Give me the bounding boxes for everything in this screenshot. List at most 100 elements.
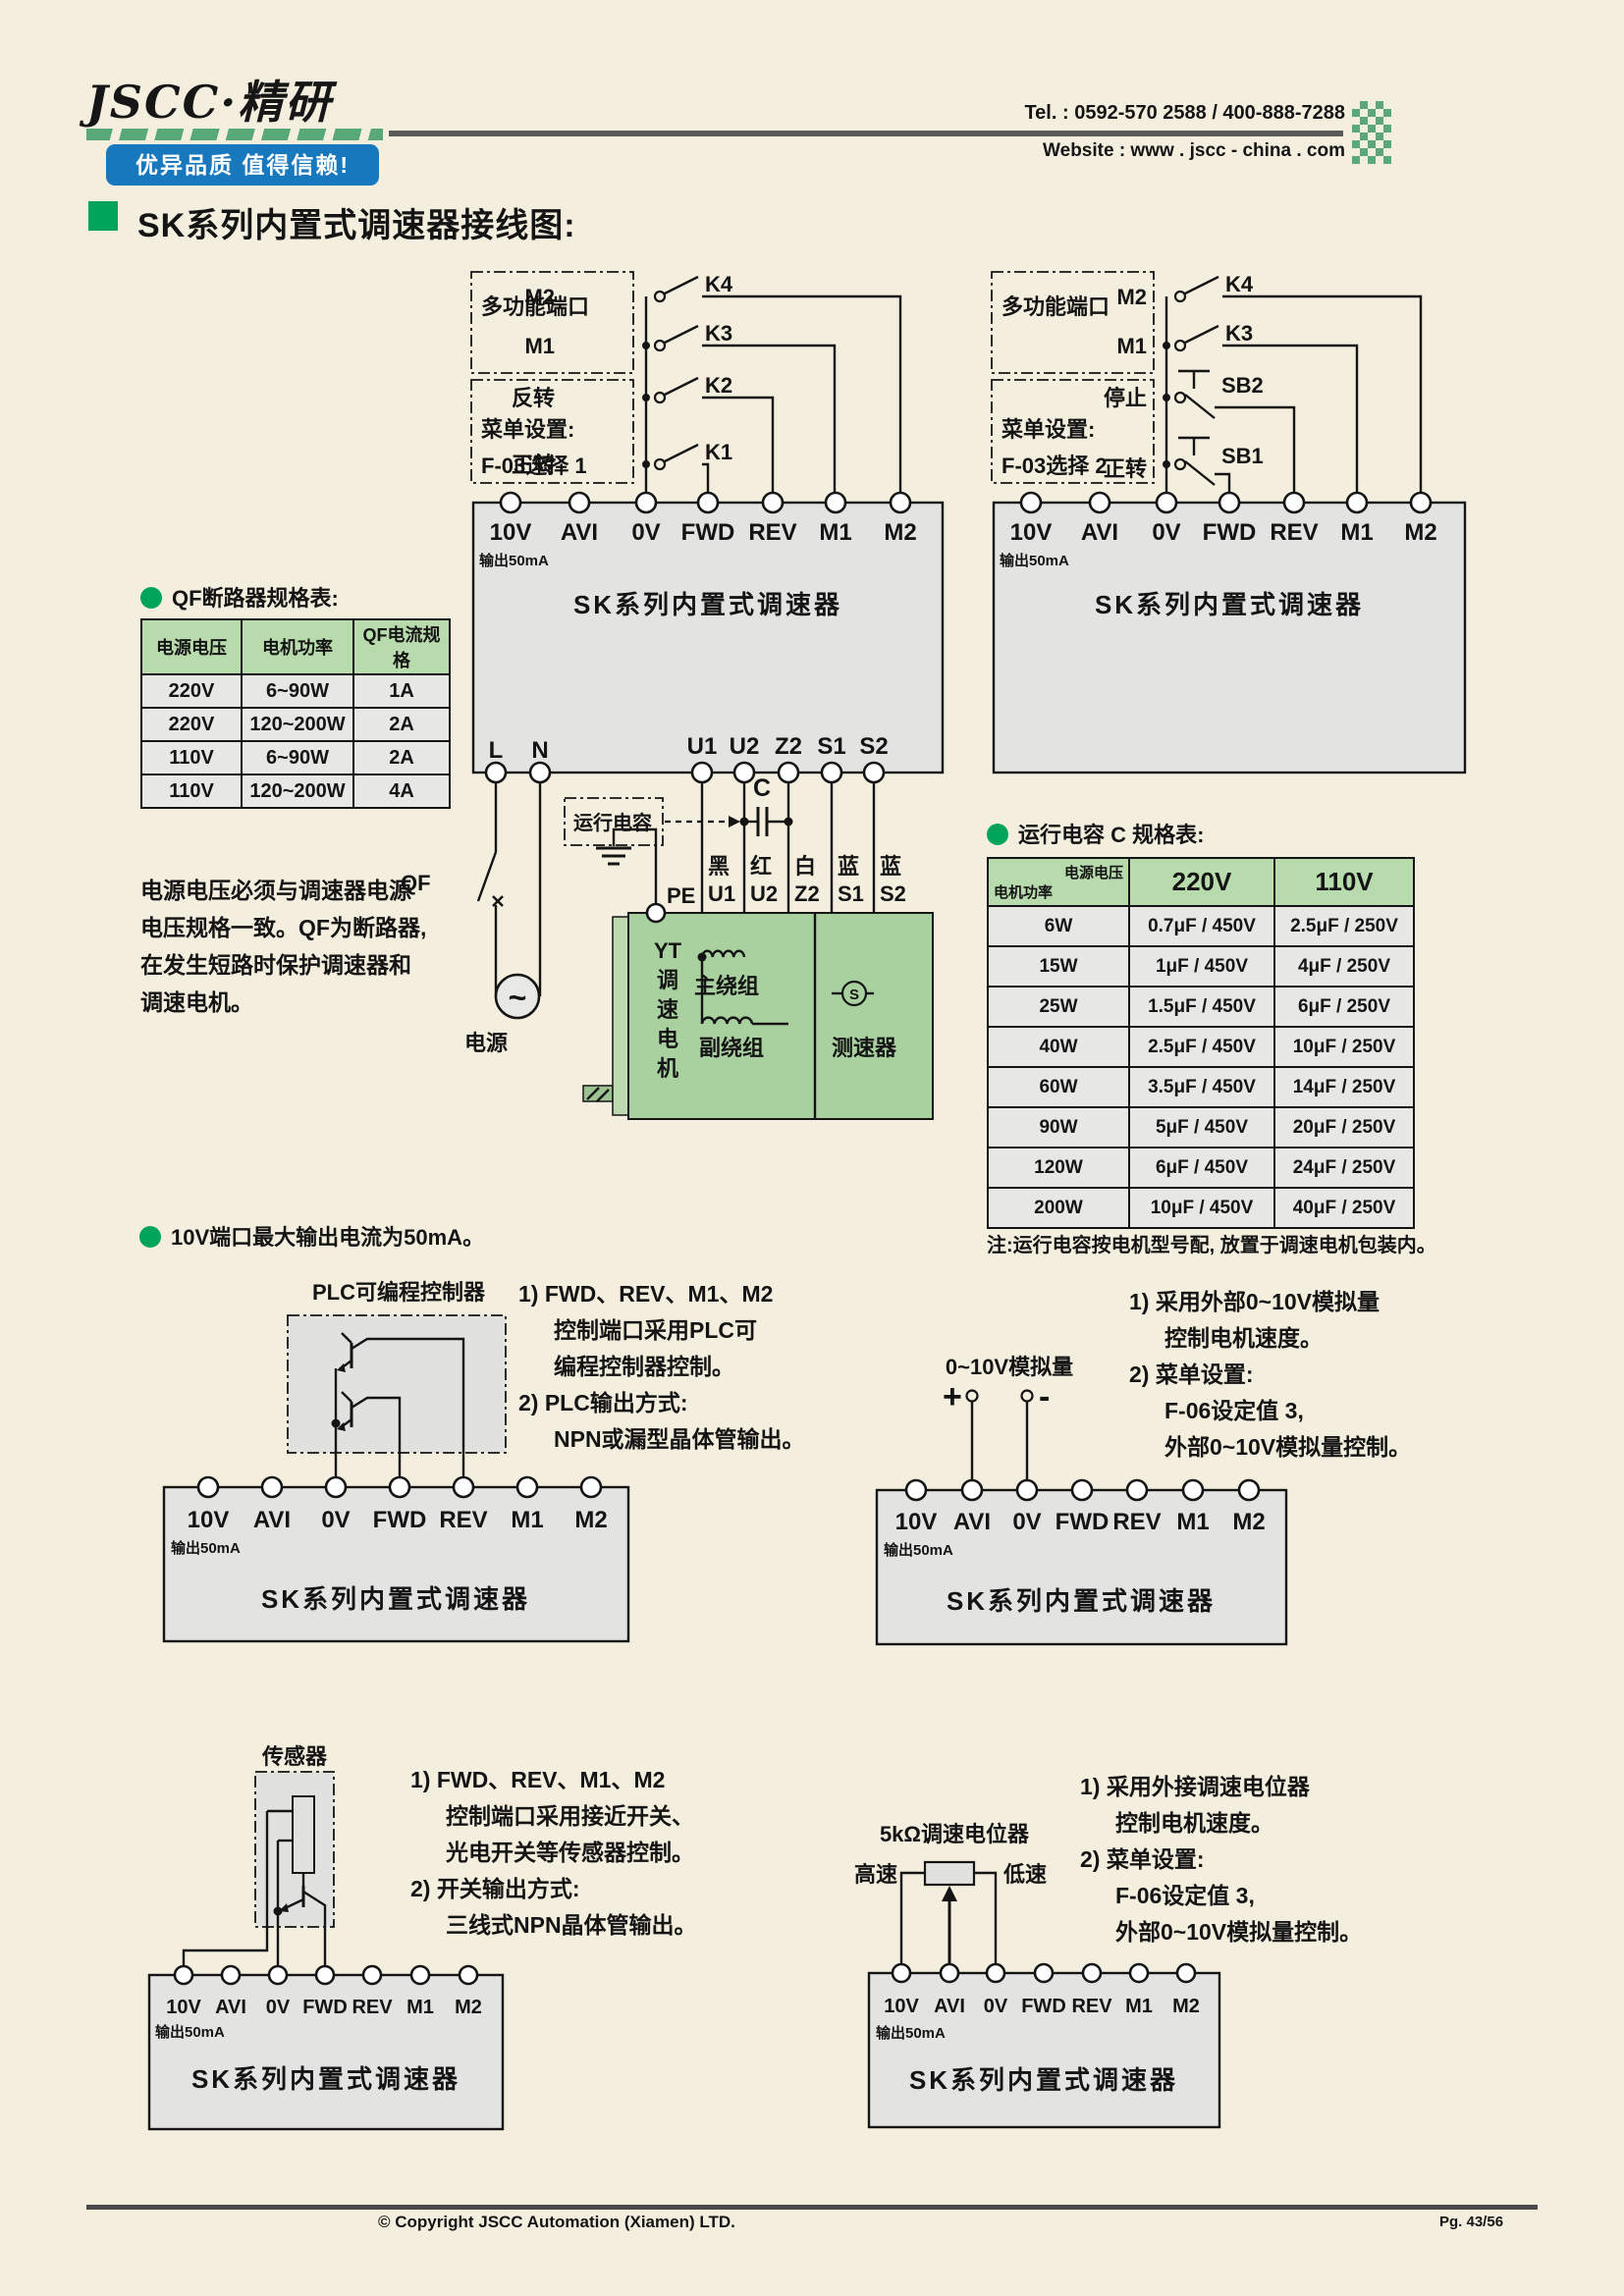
motor-wires: 黑 红 白 蓝 蓝 U1 U2 Z2 S1 S2 xyxy=(700,782,909,1024)
note-line: 2) PLC输出方式: xyxy=(518,1390,688,1415)
terminal-rev: REV xyxy=(1071,1996,1112,2017)
wire-color-red: 红 xyxy=(750,854,772,879)
cap-cell: 2.5μF / 250V xyxy=(1273,905,1415,947)
terminal-10v: 10V xyxy=(884,1996,919,2017)
wire-term-z2: Z2 xyxy=(794,881,820,906)
output-50ma-label: 输出50mA xyxy=(171,1539,241,1557)
bullet-10v-text: 10V端口最大输出电流为50mA。 xyxy=(171,1225,485,1250)
qf-header-power: 电机功率 xyxy=(241,618,354,675)
terminal-10v: 10V xyxy=(188,1507,230,1533)
header-divider xyxy=(389,131,1343,136)
wire-color-blue1: 蓝 xyxy=(838,854,859,879)
note-line: 光电开关等传感器控制。 xyxy=(446,1840,694,1865)
device-title: SK系列内置式调速器 xyxy=(261,1584,530,1614)
note-line: F-06设定值 3, xyxy=(1115,1883,1255,1908)
minus-label: - xyxy=(1039,1378,1050,1415)
jscc-logo: JSCC·精研 xyxy=(86,76,333,129)
corner-power-label: 电机功率 xyxy=(994,884,1054,901)
paragraph-line: 在发生短路时保护调速器和 xyxy=(140,952,411,978)
output-50ma-label: 输出50mA xyxy=(155,2023,225,2041)
device-title: SK系列内置式调速器 xyxy=(1095,590,1364,619)
k4-label: K4 xyxy=(1225,272,1254,296)
terminal-m2: M2 xyxy=(455,1997,482,2018)
title-square-icon xyxy=(88,201,118,231)
bullet-10v-note: 10V端口最大输出电流为50mA。 xyxy=(139,1220,484,1252)
motor-name-1: 调 xyxy=(657,968,678,992)
sk-controller-box-5: 10V AVI 0V FWD REV M1 M2 输出50mA SK系列内置式调… xyxy=(147,1964,505,2131)
terminal-avi: AVI xyxy=(1081,519,1118,546)
terminal-rev: REV xyxy=(1270,519,1318,546)
m1-label: M1 xyxy=(1116,334,1147,358)
aux-winding-label: 副绕组 xyxy=(699,1036,764,1060)
terminal-m1: M1 xyxy=(511,1507,543,1533)
sensor-notes: 1) FWD、REV、M1、M2 控制端口采用接近开关、 光电开关等传感器控制。… xyxy=(410,1762,697,1944)
plc-transistors xyxy=(331,1332,465,1487)
qf-cell: 1A xyxy=(352,673,451,709)
output-50ma-label: 输出50mA xyxy=(479,552,549,569)
tagline-badge: 优异品质 值得信赖! xyxy=(106,144,379,186)
note-line: 控制端口采用接近开关、 xyxy=(446,1803,694,1829)
note-line: 外部0~10V模拟量控制。 xyxy=(1115,1919,1363,1945)
terminal-avi: AVI xyxy=(215,1997,246,2018)
terminal-u2: U2 xyxy=(730,733,760,760)
sensor-diagram: 传感器 10V AVI 0V FWD REV M1 M2 输出50mA SK系列… xyxy=(147,1744,505,2131)
switch-wires: K4 K3 SB2 SB1 xyxy=(1163,272,1423,503)
switch-wires: K4 K3 K2 K1 xyxy=(642,272,902,503)
terminal-fwd: FWD xyxy=(681,519,735,546)
ac-symbol: ~ xyxy=(509,980,527,1015)
k3-label: K3 xyxy=(705,321,732,346)
header-tel: Tel. : 0592-570 2588 / 400-888-7288 xyxy=(1024,102,1345,124)
terminal-avi: AVI xyxy=(253,1507,291,1533)
cap-corner-cell: 电源电压 电机功率 xyxy=(987,857,1130,907)
terminal-rev: REV xyxy=(352,1997,393,2018)
terminal-10v: 10V xyxy=(1010,519,1053,546)
green-dash-strip xyxy=(86,129,383,140)
analog-diagram: 0~10V模拟量 + - 10V AVI 0V FWD REV M1 M2 输出… xyxy=(875,1355,1288,1646)
tacho-s-symbol: S xyxy=(849,987,859,1003)
sk-controller-box-3: 10V AVI 0V FWD REV M1 M2 输出50mA SK系列内置式调… xyxy=(162,1475,630,1643)
note-line: 控制电机速度。 xyxy=(1115,1810,1273,1836)
wiring-diagram-right: 多功能端口 M2 M1 菜单设置: F-03选择 2 停止 正转 K4 K3 xyxy=(991,271,1467,774)
terminal-s2: S2 xyxy=(859,733,888,760)
header-website: Website : www . jscc - china . com xyxy=(1043,140,1345,161)
terminal-m2: M2 xyxy=(1172,1996,1200,2017)
terminal-avi: AVI xyxy=(953,1509,991,1535)
m1-label: M1 xyxy=(524,334,555,358)
note-line: 控制电机速度。 xyxy=(1164,1325,1323,1351)
cap-cell: 14μF / 250V xyxy=(1273,1066,1415,1108)
note-line: 1) 采用外部0~10V模拟量 xyxy=(1129,1289,1380,1314)
terminal-s1: S1 xyxy=(817,733,845,760)
cap-header-110v: 110V xyxy=(1273,857,1415,907)
cap-cell: 25W xyxy=(987,986,1130,1028)
multi-function-port-box: 多功能端口 M2 M1 xyxy=(470,271,634,374)
sb2-label: SB2 xyxy=(1221,373,1264,398)
cap-table-title-text: 运行电容 C 规格表: xyxy=(1018,823,1205,847)
m2-label: M2 xyxy=(1116,285,1147,309)
output-50ma-label: 输出50mA xyxy=(1000,552,1069,569)
cap-cell: 10μF / 250V xyxy=(1273,1026,1415,1068)
cap-cell: 6μF / 250V xyxy=(1273,986,1415,1028)
terminal-0v: 0V xyxy=(321,1507,350,1533)
terminal-m2: M2 xyxy=(884,519,916,546)
terminal-n: N xyxy=(531,737,548,764)
footer-divider xyxy=(86,2205,1538,2210)
sk-controller-box-4: 10V AVI 0V FWD REV M1 M2 输出50mA SK系列内置式调… xyxy=(875,1478,1288,1646)
motor-name-yt: YT xyxy=(654,938,682,963)
cap-cell: 40μF / 250V xyxy=(1273,1187,1415,1229)
note-line: 控制端口采用PLC可 xyxy=(554,1317,757,1343)
plc-notes: 1) FWD、REV、M1、M2 控制端口采用PLC可 编程控制器控制。 2) … xyxy=(518,1276,805,1458)
port-box-label: 多功能端口 xyxy=(1001,294,1110,319)
menu-line2: F-03选择 1 xyxy=(481,454,587,478)
qf-cell: 220V xyxy=(140,673,243,709)
terminal-10v: 10V xyxy=(895,1509,938,1535)
note-line: 外部0~10V模拟量控制。 xyxy=(1164,1434,1412,1460)
ground-symbol xyxy=(596,828,658,904)
terminal-fwd: FWD xyxy=(1056,1509,1110,1535)
qf-cell: 120~200W xyxy=(241,774,354,809)
terminal-z2: Z2 xyxy=(775,733,802,760)
